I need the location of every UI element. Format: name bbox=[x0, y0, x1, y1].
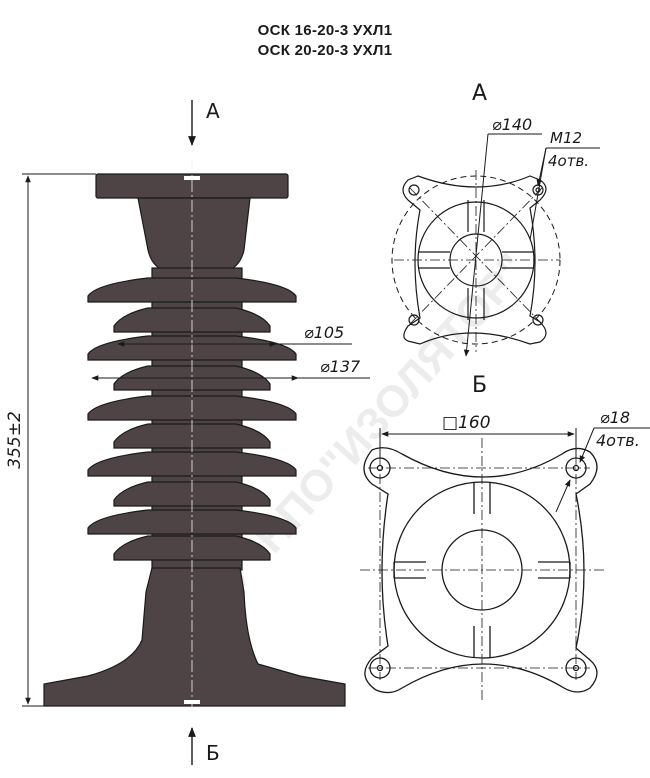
base-square-label: □160 bbox=[442, 413, 491, 433]
base-flange-view bbox=[360, 438, 604, 702]
top-view-label: А bbox=[472, 81, 487, 106]
base-square-dimension bbox=[379, 428, 577, 458]
drawing-title-1: ОСК 16-20-3 УХЛ1 bbox=[257, 22, 393, 39]
top-pcd-label: ⌀140 bbox=[492, 115, 532, 134]
section-label-b: Б bbox=[206, 741, 220, 765]
base-hole-label: ⌀18 bbox=[600, 408, 630, 427]
shed-small-label: ⌀105 bbox=[304, 323, 344, 342]
top-holes-label: 4отв. bbox=[548, 152, 589, 170]
top-thread-label: M12 bbox=[550, 129, 582, 147]
top-view-bottom-label: Б bbox=[472, 373, 487, 398]
top-pcd-dimension bbox=[463, 133, 542, 357]
height-dimension-label: 355±2 bbox=[5, 411, 25, 469]
section-marker-top: А bbox=[188, 99, 220, 146]
insulator-body bbox=[43, 173, 346, 707]
section-marker-bottom: Б bbox=[188, 727, 220, 765]
base-hole-leader bbox=[555, 427, 650, 513]
insulator-side-view bbox=[43, 140, 346, 720]
base-holes-label: 4отв. bbox=[596, 431, 640, 450]
drawing-title-2: ОСК 20-20-3 УХЛ1 bbox=[257, 42, 393, 59]
section-label-a: А bbox=[206, 99, 220, 123]
insulator-shed bbox=[113, 481, 271, 507]
top-thread-leader bbox=[529, 147, 600, 241]
shed-large-label: ⌀137 bbox=[320, 357, 361, 376]
height-dimension bbox=[22, 173, 96, 707]
